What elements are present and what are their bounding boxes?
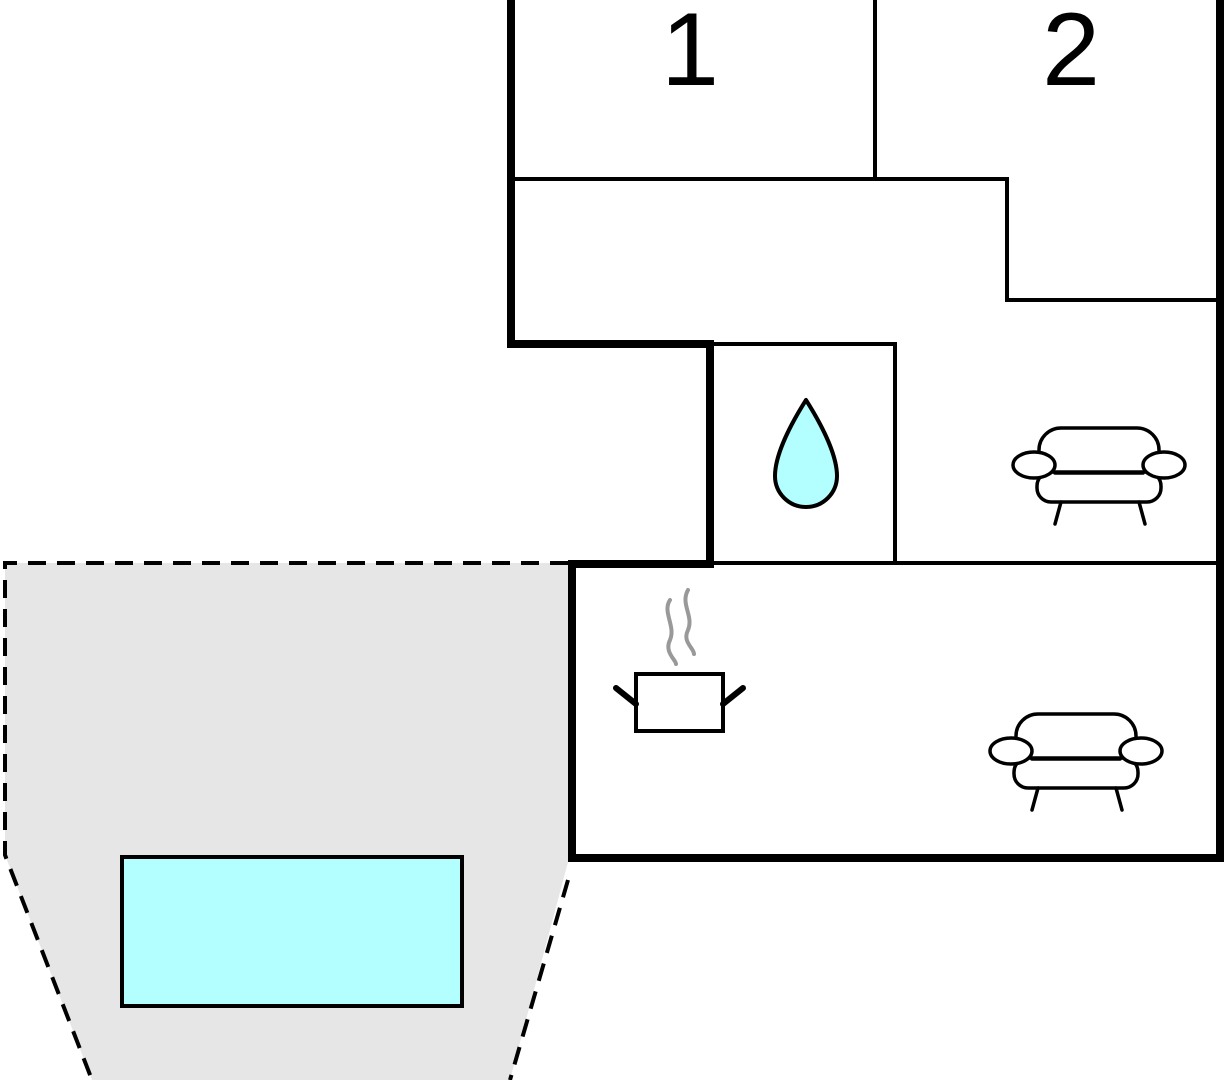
pool-icon [120, 855, 464, 1008]
terrace [3, 561, 570, 1080]
outer-wall-lower [568, 0, 1224, 862]
wall-bathroom [712, 342, 897, 562]
terrace-dashed-border-right [508, 879, 570, 1080]
cooking-pot-icon [613, 588, 746, 733]
interior-walls [514, 0, 1218, 565]
sofa-icon [1011, 426, 1187, 526]
wall-hallway-top [514, 177, 1218, 302]
outer-walls [507, 0, 1224, 862]
terrace-dashed-border [3, 561, 568, 1080]
sofa-icon [988, 712, 1164, 812]
room-1-label: 1 [661, 0, 719, 108]
outer-wall-upper-left [507, 0, 714, 568]
room-2-label: 2 [1042, 0, 1100, 108]
water-drop-icon [773, 398, 839, 509]
